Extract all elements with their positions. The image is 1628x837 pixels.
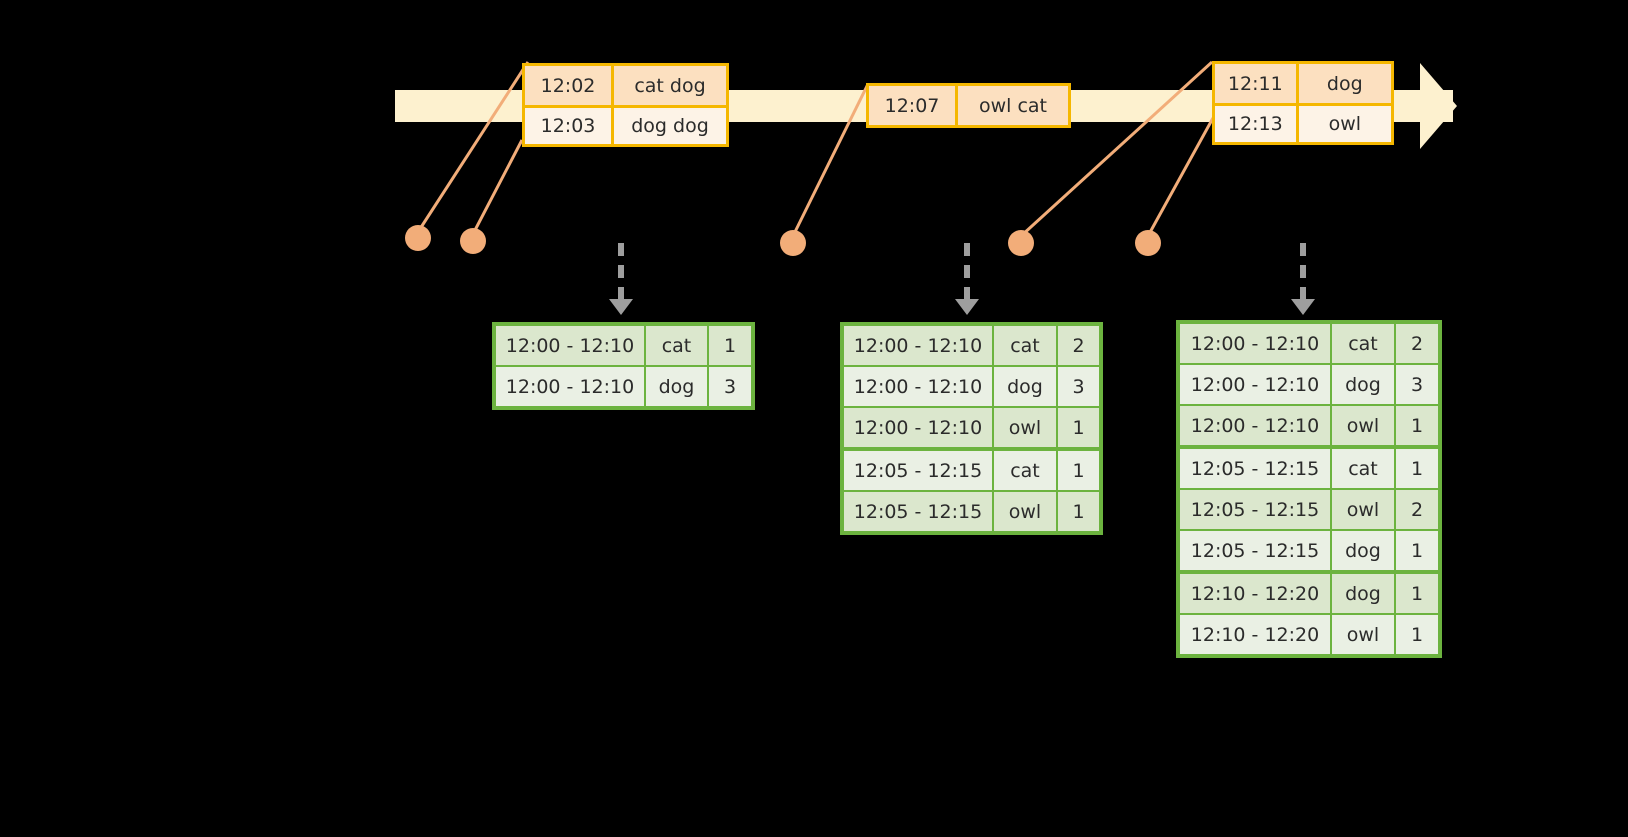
table-row: 12:10 - 12:20 owl 1 bbox=[1180, 615, 1438, 654]
cell-count: 3 bbox=[709, 367, 751, 406]
cell-count: 2 bbox=[1058, 326, 1099, 365]
cell-key: owl bbox=[994, 492, 1056, 531]
event-time: 12:07 bbox=[869, 86, 955, 125]
result-table-2: 12:00 - 12:10 cat 2 12:00 - 12:10 dog 3 … bbox=[840, 322, 1103, 535]
table-row: 12:05 - 12:15 cat 1 bbox=[1180, 449, 1438, 488]
cell-key: owl bbox=[1332, 406, 1394, 445]
cell-window: 12:00 - 12:10 bbox=[844, 326, 992, 365]
event-row: 12:03 dog dog bbox=[525, 105, 726, 144]
result-table-3: 12:00 - 12:10 cat 2 12:00 - 12:10 dog 3 … bbox=[1176, 320, 1442, 658]
cell-key: dog bbox=[1332, 531, 1394, 570]
cell-count: 3 bbox=[1058, 367, 1099, 406]
event-row: 12:13 owl bbox=[1215, 103, 1391, 142]
cell-key: dog bbox=[1332, 574, 1394, 613]
table-row: 12:00 - 12:10 dog 3 bbox=[1180, 365, 1438, 404]
event-row: 12:02 cat dog bbox=[525, 66, 726, 105]
cell-window: 12:10 - 12:20 bbox=[1180, 615, 1330, 654]
cell-key: owl bbox=[994, 408, 1056, 447]
cell-count: 1 bbox=[1058, 451, 1099, 490]
event-marker-2 bbox=[460, 228, 486, 254]
event-marker-4 bbox=[1008, 230, 1034, 256]
cell-count: 1 bbox=[1396, 574, 1438, 613]
table-row: 12:05 - 12:15 owl 1 bbox=[844, 492, 1099, 531]
cell-window: 12:10 - 12:20 bbox=[1180, 574, 1330, 613]
cell-count: 1 bbox=[1396, 449, 1438, 488]
cell-count: 1 bbox=[1058, 492, 1099, 531]
cell-key: cat bbox=[1332, 324, 1394, 363]
cell-window: 12:05 - 12:15 bbox=[1180, 449, 1330, 488]
cell-window: 12:00 - 12:10 bbox=[496, 326, 644, 365]
event-row: 12:07 owl cat bbox=[869, 86, 1068, 125]
cell-key: cat bbox=[994, 326, 1056, 365]
cell-count: 1 bbox=[1058, 408, 1099, 447]
cell-key: cat bbox=[646, 326, 707, 365]
event-marker-1 bbox=[405, 225, 431, 251]
event-box-group-1: 12:02 cat dog 12:03 dog dog bbox=[522, 63, 729, 147]
event-value: cat dog bbox=[611, 66, 726, 105]
cell-count: 2 bbox=[1396, 490, 1438, 529]
event-value: owl cat bbox=[955, 86, 1068, 125]
cell-key: owl bbox=[1332, 615, 1394, 654]
event-marker-3 bbox=[780, 230, 806, 256]
cell-count: 1 bbox=[1396, 406, 1438, 445]
cell-window: 12:05 - 12:15 bbox=[844, 492, 992, 531]
event-value: dog dog bbox=[611, 108, 726, 144]
table-row: 12:00 - 12:10 cat 2 bbox=[844, 326, 1099, 365]
event-marker-5 bbox=[1135, 230, 1161, 256]
cell-key: dog bbox=[994, 367, 1056, 406]
cell-count: 1 bbox=[1396, 615, 1438, 654]
cell-key: cat bbox=[994, 451, 1056, 490]
cell-count: 1 bbox=[1396, 531, 1438, 570]
event-row: 12:11 dog bbox=[1215, 64, 1391, 103]
table-row: 12:05 - 12:15 owl 2 bbox=[1180, 490, 1438, 529]
table-row: 12:00 - 12:10 dog 3 bbox=[844, 367, 1099, 406]
event-time: 12:03 bbox=[525, 108, 611, 144]
event-box-group-2: 12:07 owl cat bbox=[866, 83, 1071, 128]
event-time: 12:11 bbox=[1215, 64, 1296, 103]
cell-key: dog bbox=[646, 367, 707, 406]
table-row: 12:00 - 12:10 owl 1 bbox=[844, 408, 1099, 447]
cell-window: 12:00 - 12:10 bbox=[1180, 406, 1330, 445]
event-time: 12:13 bbox=[1215, 106, 1296, 142]
timeline-arrow-head-icon bbox=[1420, 63, 1457, 149]
table-row: 12:00 - 12:10 dog 3 bbox=[496, 367, 751, 406]
event-value: owl bbox=[1295, 106, 1391, 142]
table-row: 12:05 - 12:15 cat 1 bbox=[844, 451, 1099, 490]
cell-count: 3 bbox=[1396, 365, 1438, 404]
cell-key: owl bbox=[1332, 490, 1394, 529]
table-row: 12:10 - 12:20 dog 1 bbox=[1180, 574, 1438, 613]
table-row: 12:00 - 12:10 owl 1 bbox=[1180, 406, 1438, 445]
event-time: 12:02 bbox=[525, 66, 611, 105]
cell-window: 12:00 - 12:10 bbox=[1180, 365, 1330, 404]
cell-window: 12:05 - 12:15 bbox=[1180, 531, 1330, 570]
event-value: dog bbox=[1295, 64, 1391, 103]
flow-arrow-1 bbox=[609, 243, 633, 315]
cell-count: 2 bbox=[1396, 324, 1438, 363]
cell-window: 12:05 - 12:15 bbox=[1180, 490, 1330, 529]
table-row: 12:05 - 12:15 dog 1 bbox=[1180, 531, 1438, 570]
flow-arrow-2 bbox=[955, 243, 979, 315]
cell-window: 12:00 - 12:10 bbox=[1180, 324, 1330, 363]
cell-window: 12:00 - 12:10 bbox=[844, 367, 992, 406]
cell-count: 1 bbox=[709, 326, 751, 365]
flow-arrow-3 bbox=[1291, 243, 1315, 315]
result-table-1: 12:00 - 12:10 cat 1 12:00 - 12:10 dog 3 bbox=[492, 322, 755, 410]
cell-window: 12:00 - 12:10 bbox=[844, 408, 992, 447]
table-row: 12:00 - 12:10 cat 1 bbox=[496, 326, 751, 365]
cell-key: cat bbox=[1332, 449, 1394, 488]
cell-window: 12:05 - 12:15 bbox=[844, 451, 992, 490]
event-box-group-3: 12:11 dog 12:13 owl bbox=[1212, 61, 1394, 145]
cell-window: 12:00 - 12:10 bbox=[496, 367, 644, 406]
cell-key: dog bbox=[1332, 365, 1394, 404]
table-row: 12:00 - 12:10 cat 2 bbox=[1180, 324, 1438, 363]
